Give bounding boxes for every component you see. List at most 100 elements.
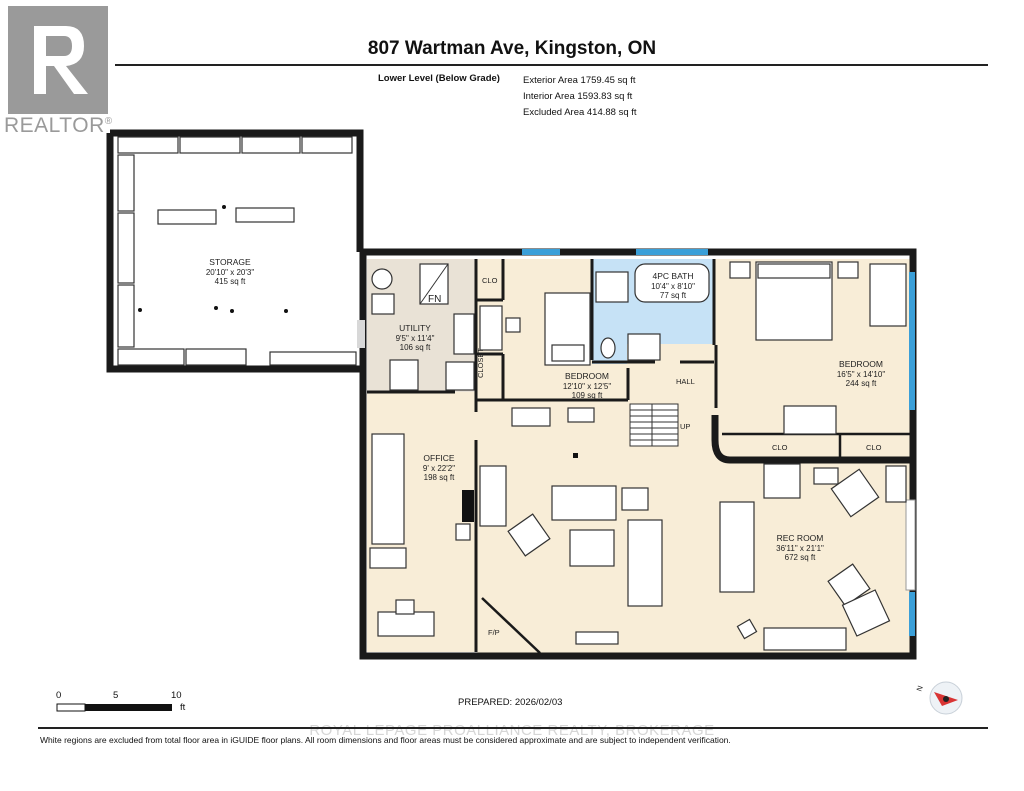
label-hall: HALL bbox=[676, 377, 695, 386]
label-fp: F/P bbox=[488, 628, 500, 637]
realtor-registered-mark: ® bbox=[104, 116, 113, 127]
rec-ceiling-post bbox=[573, 453, 578, 458]
compass-icon bbox=[929, 681, 963, 715]
shelf-left-1 bbox=[117, 154, 135, 212]
excluded-area: Excluded Area 414.88 sq ft bbox=[523, 107, 637, 118]
rec-armchair-5 bbox=[841, 589, 891, 637]
office-side-table bbox=[455, 523, 471, 541]
exterior-area: Exterior Area 1759.45 sq ft bbox=[523, 75, 636, 86]
office-bench bbox=[369, 547, 407, 569]
rec-table bbox=[621, 487, 649, 511]
storage-door-gap bbox=[357, 320, 365, 348]
disclaimer-footer: White regions are excluded from total fl… bbox=[40, 735, 731, 745]
stairs bbox=[629, 403, 679, 447]
rec-armchair-4 bbox=[827, 563, 871, 607]
rec-armchair-2 bbox=[763, 463, 801, 499]
room-name: OFFICE bbox=[423, 453, 455, 463]
room-name: 4PC BATH bbox=[652, 271, 694, 281]
room-dims: 9'5" x 11'4" bbox=[395, 333, 435, 343]
room-dims: 16'5" x 14'10" bbox=[836, 369, 886, 379]
shelf-left-2 bbox=[117, 212, 135, 284]
desk bbox=[479, 305, 503, 351]
shelf-bottom-3 bbox=[269, 351, 357, 366]
storage-post-3 bbox=[214, 306, 218, 310]
room-name: BEDROOM bbox=[565, 371, 609, 381]
room-dims: 36'11" x 21'1" bbox=[776, 543, 824, 553]
room-name: REC ROOM bbox=[776, 533, 824, 543]
room-name: STORAGE bbox=[209, 257, 251, 267]
room-label-bedroom-small: BEDROOM 12'10" x 12'5" 109 sq ft bbox=[552, 371, 622, 401]
tv-stand bbox=[479, 465, 507, 527]
storage-walls bbox=[106, 129, 364, 373]
page-title: 807 Wartman Ave, Kingston, ON bbox=[367, 38, 657, 59]
realtor-logo-icon bbox=[8, 6, 108, 114]
large-bedroom-bottom-wall bbox=[711, 415, 913, 464]
room-dims: 10'4" x 8'10" bbox=[651, 281, 695, 291]
storage-table-1 bbox=[157, 209, 217, 225]
room-label-utility: UTILITY 9'5" x 11'4" 106 sq ft bbox=[382, 323, 448, 353]
room-dims: 20'10" x 20'3" bbox=[205, 267, 255, 277]
room-area: 106 sq ft bbox=[399, 343, 431, 352]
rec-coffee-table bbox=[569, 529, 615, 567]
shelf-bottom-2 bbox=[185, 348, 247, 366]
realtor-wordmark-text: REALTOR bbox=[4, 114, 105, 137]
dresser bbox=[783, 405, 837, 435]
utility-sink bbox=[371, 293, 395, 315]
fireplace-insert bbox=[462, 490, 474, 522]
stair-treads bbox=[630, 404, 678, 446]
closet-walls bbox=[477, 259, 505, 400]
room-area: 244 sq ft bbox=[845, 379, 877, 388]
scale-zero: 0 bbox=[56, 690, 62, 701]
utility-cabinet-1 bbox=[389, 359, 419, 391]
room-area: 672 sq ft bbox=[784, 553, 816, 562]
brokerage-watermark: ROYAL LEPAGE PROALLIANCE REALTY, BROKERA… bbox=[309, 722, 715, 739]
scale-five: 5 bbox=[113, 690, 119, 701]
label-fn: FN bbox=[428, 294, 442, 305]
rec-fireplace-hearth bbox=[575, 631, 619, 645]
scale-unit: ft bbox=[180, 702, 186, 713]
realtor-wordmark: REALTOR® bbox=[4, 114, 113, 138]
rec-sofa-1 bbox=[551, 485, 617, 521]
scale-bar bbox=[56, 703, 172, 712]
realtor-logo bbox=[8, 6, 108, 114]
room-area: 109 sq ft bbox=[571, 391, 603, 400]
shelf-top-3 bbox=[241, 136, 301, 154]
scale-ten: 10 bbox=[171, 690, 182, 701]
room-label-storage: STORAGE 20'10" x 20'3" 415 sq ft bbox=[195, 257, 265, 287]
room-label-office: OFFICE 9' x 22'2" 198 sq ft bbox=[406, 453, 472, 483]
office-chair bbox=[395, 599, 415, 615]
shelf-top-2 bbox=[179, 136, 241, 154]
office-sofa bbox=[371, 433, 405, 545]
nightstand-1 bbox=[729, 261, 751, 279]
rec-ottoman bbox=[736, 618, 758, 640]
rec-cabinet-2 bbox=[567, 407, 595, 423]
prepared-date: PREPARED: 2026/02/03 bbox=[458, 697, 563, 708]
label-closet: CLOSET bbox=[476, 347, 485, 378]
room-name: UTILITY bbox=[399, 323, 431, 333]
shelf-left-3 bbox=[117, 284, 135, 348]
rec-sofa-3 bbox=[719, 501, 755, 593]
rec-cabinet-1 bbox=[511, 407, 551, 427]
room-name: BEDROOM bbox=[839, 359, 883, 369]
label-up: UP bbox=[680, 422, 691, 431]
storage-table-2 bbox=[235, 207, 295, 223]
room-area: 77 sq ft bbox=[659, 291, 687, 300]
shower bbox=[595, 271, 629, 303]
label-clo-b: CLO bbox=[866, 443, 882, 452]
room-area: 415 sq ft bbox=[214, 277, 246, 286]
room-label-rec-room: REC ROOM 36'11" x 21'1" 672 sq ft bbox=[764, 533, 836, 563]
nightstand-2 bbox=[837, 261, 859, 279]
label-clo-a: CLO bbox=[772, 443, 788, 452]
shelf-top-1 bbox=[117, 136, 179, 154]
bedroom-sofa bbox=[869, 263, 907, 327]
furnace-diagonal bbox=[419, 263, 449, 305]
bathtub bbox=[634, 263, 710, 303]
vanity bbox=[627, 333, 661, 361]
large-bed-headboard bbox=[757, 263, 831, 279]
rec-sofa-2 bbox=[627, 519, 663, 607]
shelf-bottom-1 bbox=[117, 348, 185, 366]
level-name: Lower Level (Below Grade) bbox=[378, 73, 500, 84]
label-clo-top: CLO bbox=[482, 276, 498, 285]
storage-post-2 bbox=[138, 308, 142, 312]
